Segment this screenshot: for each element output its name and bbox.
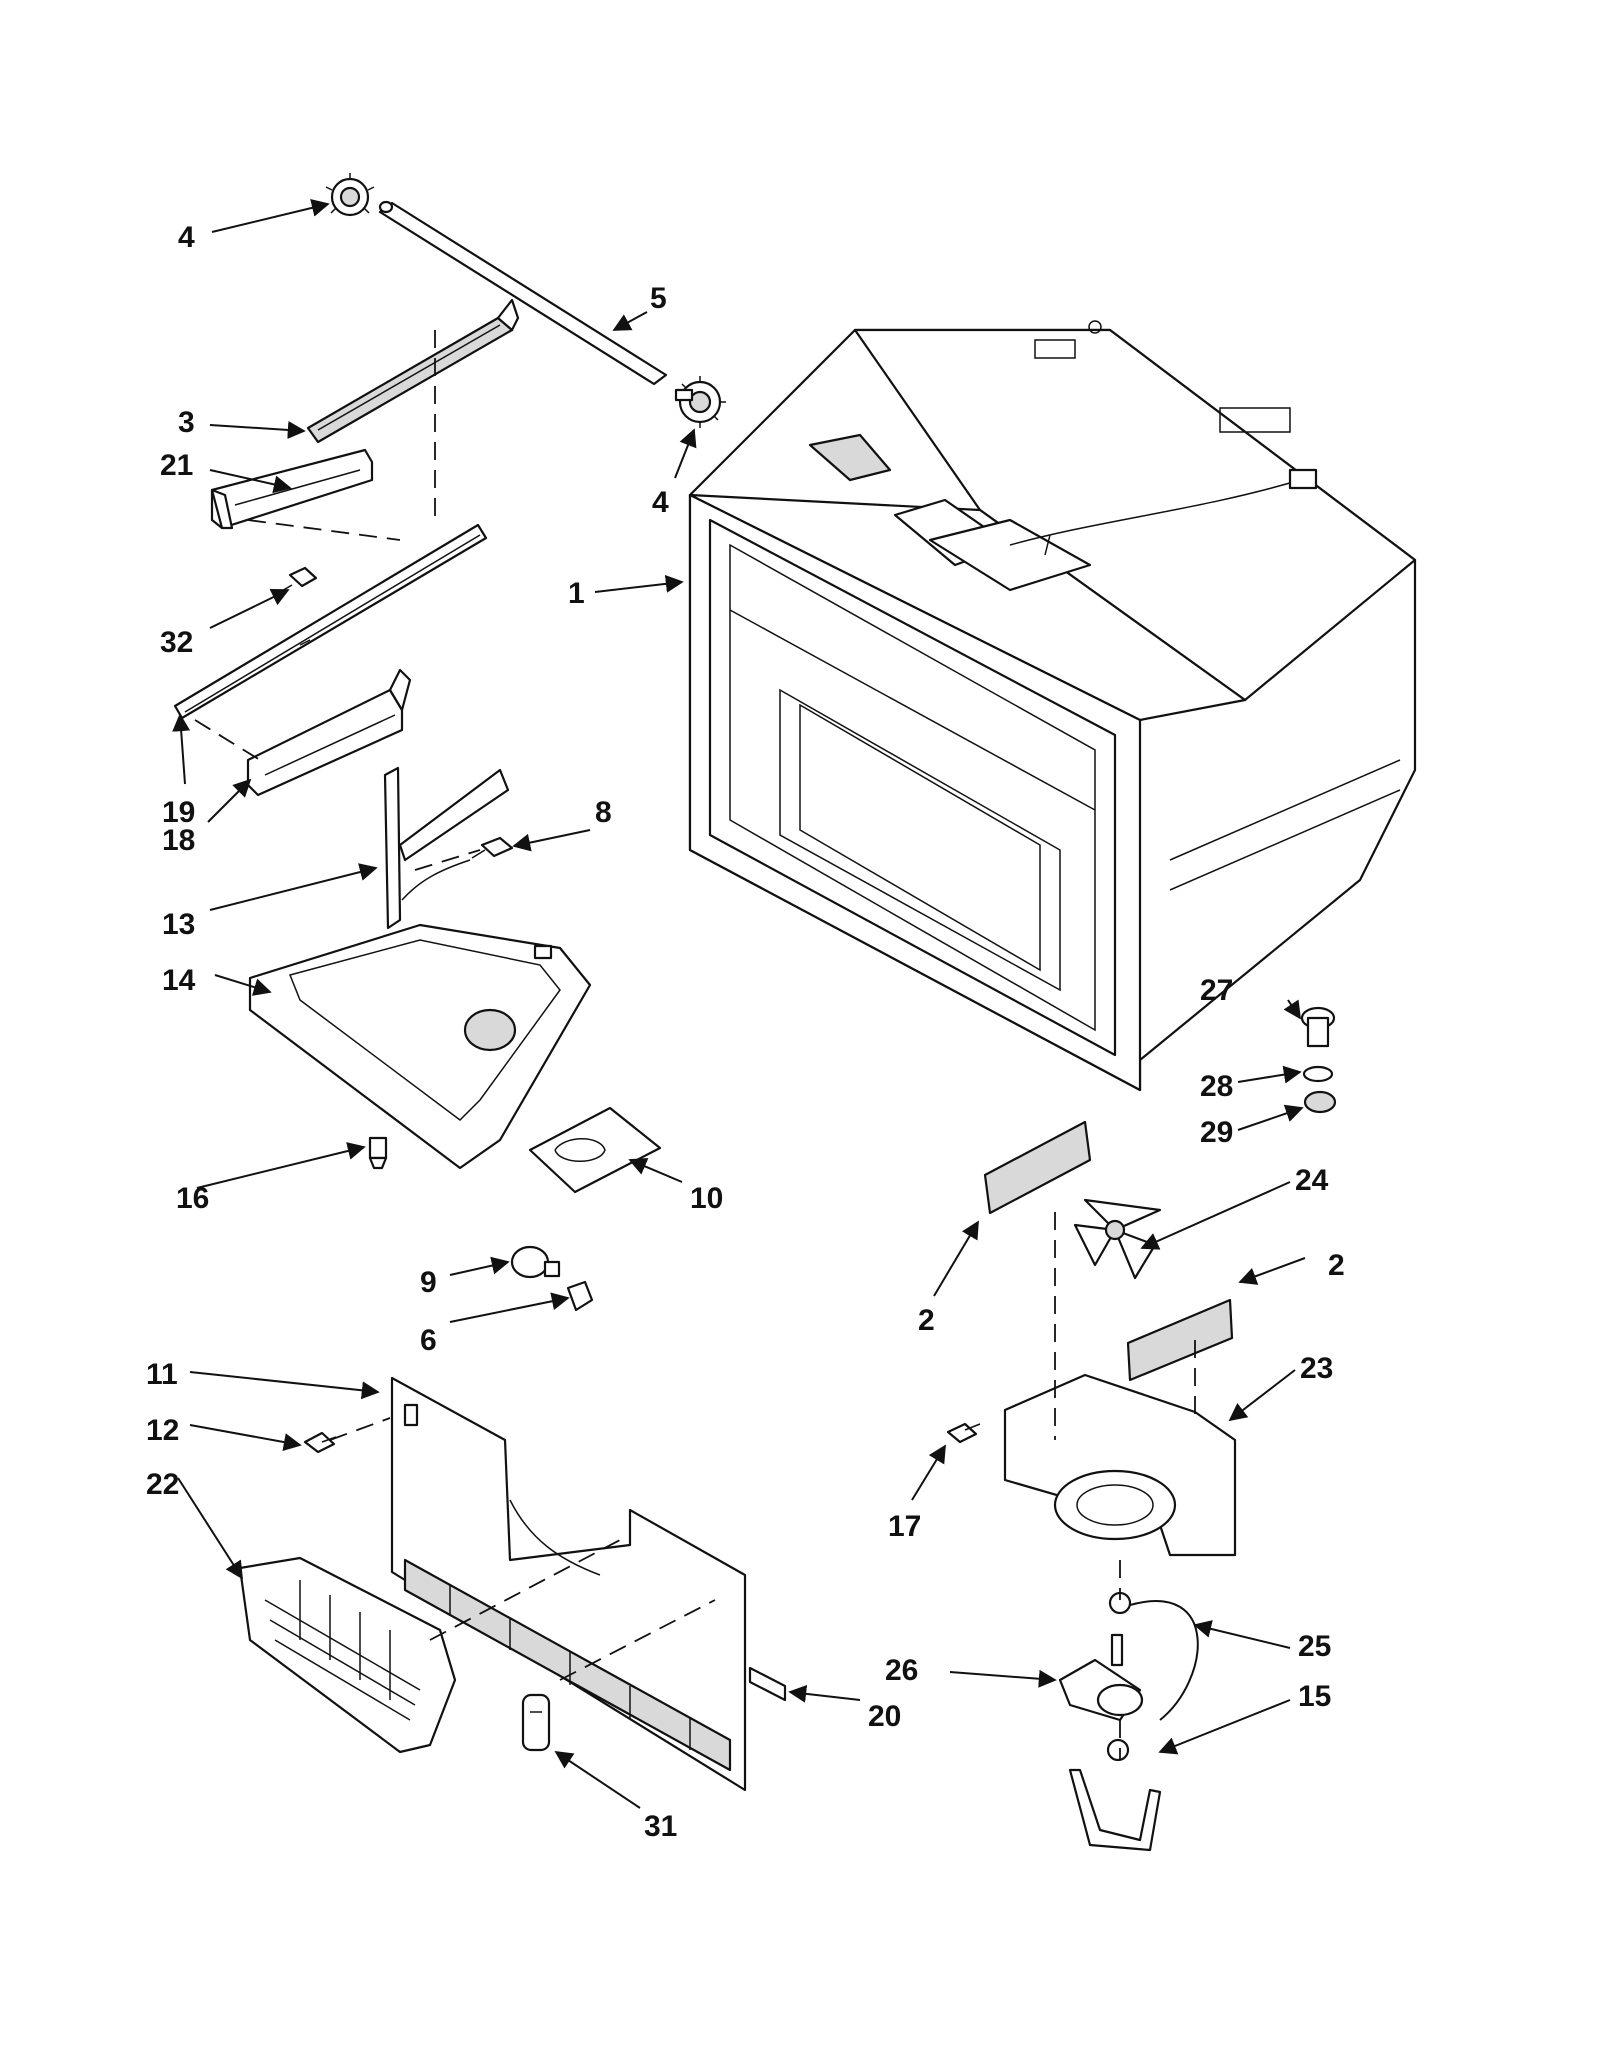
label-p16: 16 <box>176 1182 209 1215</box>
label-p23: 23 <box>1300 1352 1333 1385</box>
foam-strip-part <box>748 1666 787 1702</box>
screw-32-part <box>279 566 318 593</box>
label-p22: 22 <box>146 1468 179 1501</box>
lamp-part <box>510 1245 561 1279</box>
leader-lines <box>172 199 1306 1809</box>
screw-17-part <box>946 1422 981 1444</box>
label-p4a: 4 <box>178 221 195 254</box>
label-p17: 17 <box>888 1510 921 1543</box>
cover-strip-part <box>306 298 520 444</box>
fan-housing-part <box>1003 1373 1237 1557</box>
label-p8: 8 <box>595 796 612 829</box>
label-p5: 5 <box>650 282 667 315</box>
fan-motor-part <box>1058 1633 1144 1722</box>
fan-blade-part <box>1073 1198 1162 1280</box>
part-labels: 4 5 3 21 4 1 32 19 8 18 13 14 16 10 9 6 … <box>146 221 1345 1843</box>
gasket-sheet-part <box>528 1106 662 1194</box>
bracket-13-part <box>383 766 510 930</box>
label-p10: 10 <box>690 1182 723 1215</box>
clip-16-part <box>368 1136 388 1170</box>
screw-12-part <box>303 1431 337 1454</box>
knob-part <box>1300 1006 1336 1048</box>
grille-part <box>238 1556 457 1754</box>
label-p25: 25 <box>1298 1630 1331 1663</box>
tray-part <box>248 923 592 1170</box>
label-p2a: 2 <box>918 1304 935 1337</box>
label-p9: 9 <box>420 1266 437 1299</box>
label-p21: 21 <box>160 449 193 482</box>
gear-top-part <box>325 173 375 217</box>
label-p6: 6 <box>420 1324 437 1357</box>
slide-bracket-upper-part <box>210 448 374 530</box>
rear-panel-part <box>390 1376 747 1792</box>
label-p14: 14 <box>162 964 196 997</box>
screw-8-part <box>471 836 514 859</box>
label-p11: 11 <box>146 1358 178 1391</box>
assembly-lines <box>194 330 1196 1760</box>
label-p12: 12 <box>146 1414 179 1447</box>
label-p13: 13 <box>162 908 195 941</box>
label-p20: 20 <box>868 1700 901 1733</box>
foam-pad-lower-part <box>1126 1298 1234 1382</box>
label-p3: 3 <box>178 406 195 439</box>
foam-pad-upper-part <box>983 1120 1092 1215</box>
label-p24: 24 <box>1295 1164 1329 1197</box>
grommet-part <box>1303 1090 1337 1114</box>
label-p19: 19 <box>162 796 195 829</box>
label-p27: 27 <box>1200 974 1233 1007</box>
shaft-part <box>378 200 668 386</box>
freezer-liner-part <box>688 320 1417 1092</box>
label-p26: 26 <box>885 1654 918 1687</box>
label-p28: 28 <box>1200 1070 1233 1103</box>
label-p4b: 4 <box>652 486 669 519</box>
label-p32: 32 <box>160 626 193 659</box>
label-p15: 15 <box>1298 1680 1331 1713</box>
latch-part <box>521 1693 551 1752</box>
motor-mount-part <box>1068 1738 1162 1852</box>
label-p2b: 2 <box>1328 1249 1345 1282</box>
label-p18: 18 <box>162 824 195 857</box>
label-p1: 1 <box>568 577 585 610</box>
socket-part <box>566 1280 594 1312</box>
washer-part <box>1302 1065 1334 1083</box>
label-p29: 29 <box>1200 1116 1233 1149</box>
label-p31: 31 <box>644 1810 677 1843</box>
gear-right-part <box>674 376 726 428</box>
